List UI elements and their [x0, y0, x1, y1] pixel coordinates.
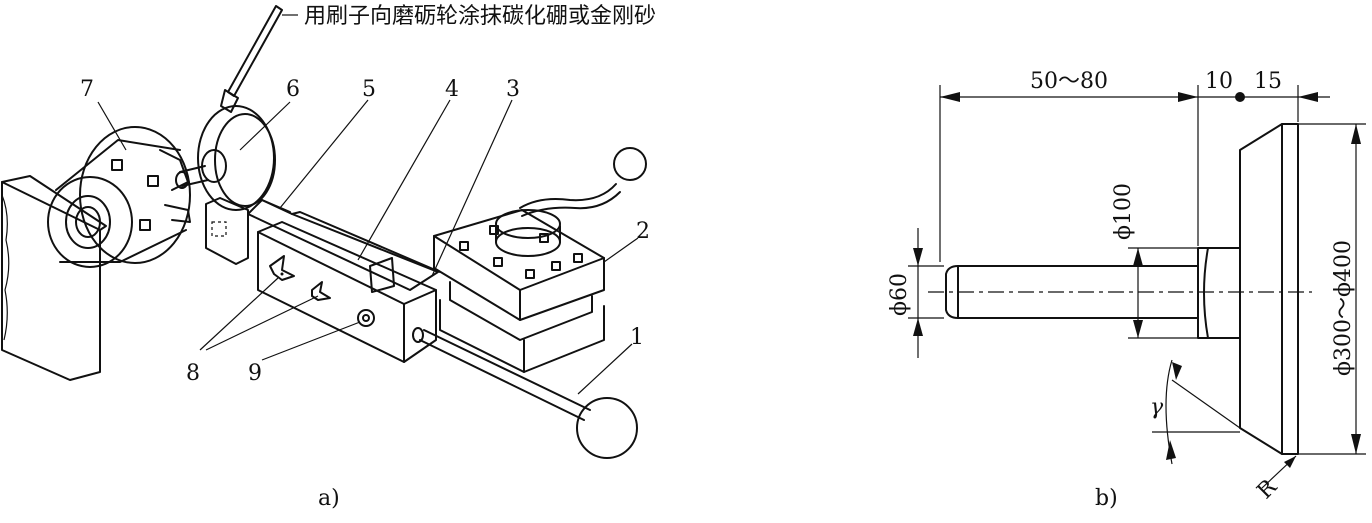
dim-15-label: 15	[1254, 69, 1282, 94]
dim-length-label: 50～80	[1030, 69, 1108, 94]
part-label-3: 3	[506, 77, 520, 102]
disc	[1239, 123, 1299, 455]
chuck	[47, 126, 191, 268]
slide-rail	[247, 199, 441, 293]
gamma-angle	[1152, 359, 1241, 465]
part-label-1: 1	[630, 325, 644, 350]
radius-mark	[1261, 455, 1297, 489]
part-label-5: 5	[362, 77, 376, 102]
lap-wheel	[175, 105, 276, 211]
dim-phi60-label: ϕ60	[887, 273, 912, 316]
dim-phi100-label: ϕ100	[1111, 183, 1136, 240]
phi300-dimension	[1298, 123, 1366, 455]
brush	[220, 5, 283, 113]
part-label-2: 2	[636, 219, 650, 244]
collar	[1197, 247, 1241, 339]
part-label-6: 6	[286, 77, 300, 102]
angle-gamma-label: γ	[1150, 395, 1164, 420]
part-label-8: 8	[186, 361, 200, 386]
panel-a-caption: a)	[318, 486, 340, 511]
part-label-9: 9	[248, 361, 262, 386]
wheel-holder	[205, 197, 249, 265]
radius-label: R	[1253, 474, 1283, 504]
leader-lines	[97, 14, 639, 395]
handle	[412, 327, 638, 459]
panel-a-drawing: 7 6 5 4 3 2 1 8 9 用刷子向磨砺轮涂抹碳化硼或金刚砂 a)	[1, 4, 656, 511]
panel-b-drawing: 50～80 10 15 ϕ100 ϕ60 ϕ300～ϕ400	[887, 69, 1366, 511]
brush-annotation: 用刷子向磨砺轮涂抹碳化硼或金刚砂	[304, 4, 656, 29]
phi100-dimension	[1128, 247, 1206, 339]
dim-10-label: 10	[1205, 69, 1233, 94]
tool-post	[433, 147, 647, 373]
part-label-7: 7	[80, 77, 94, 102]
top-dimension	[939, 85, 1330, 262]
tool-body	[257, 221, 437, 363]
panel-b-caption: b)	[1095, 486, 1118, 511]
phi60-dimension	[908, 228, 944, 358]
dim-phi300-label: ϕ300～ϕ400	[1331, 240, 1356, 376]
part-label-4: 4	[445, 77, 459, 102]
